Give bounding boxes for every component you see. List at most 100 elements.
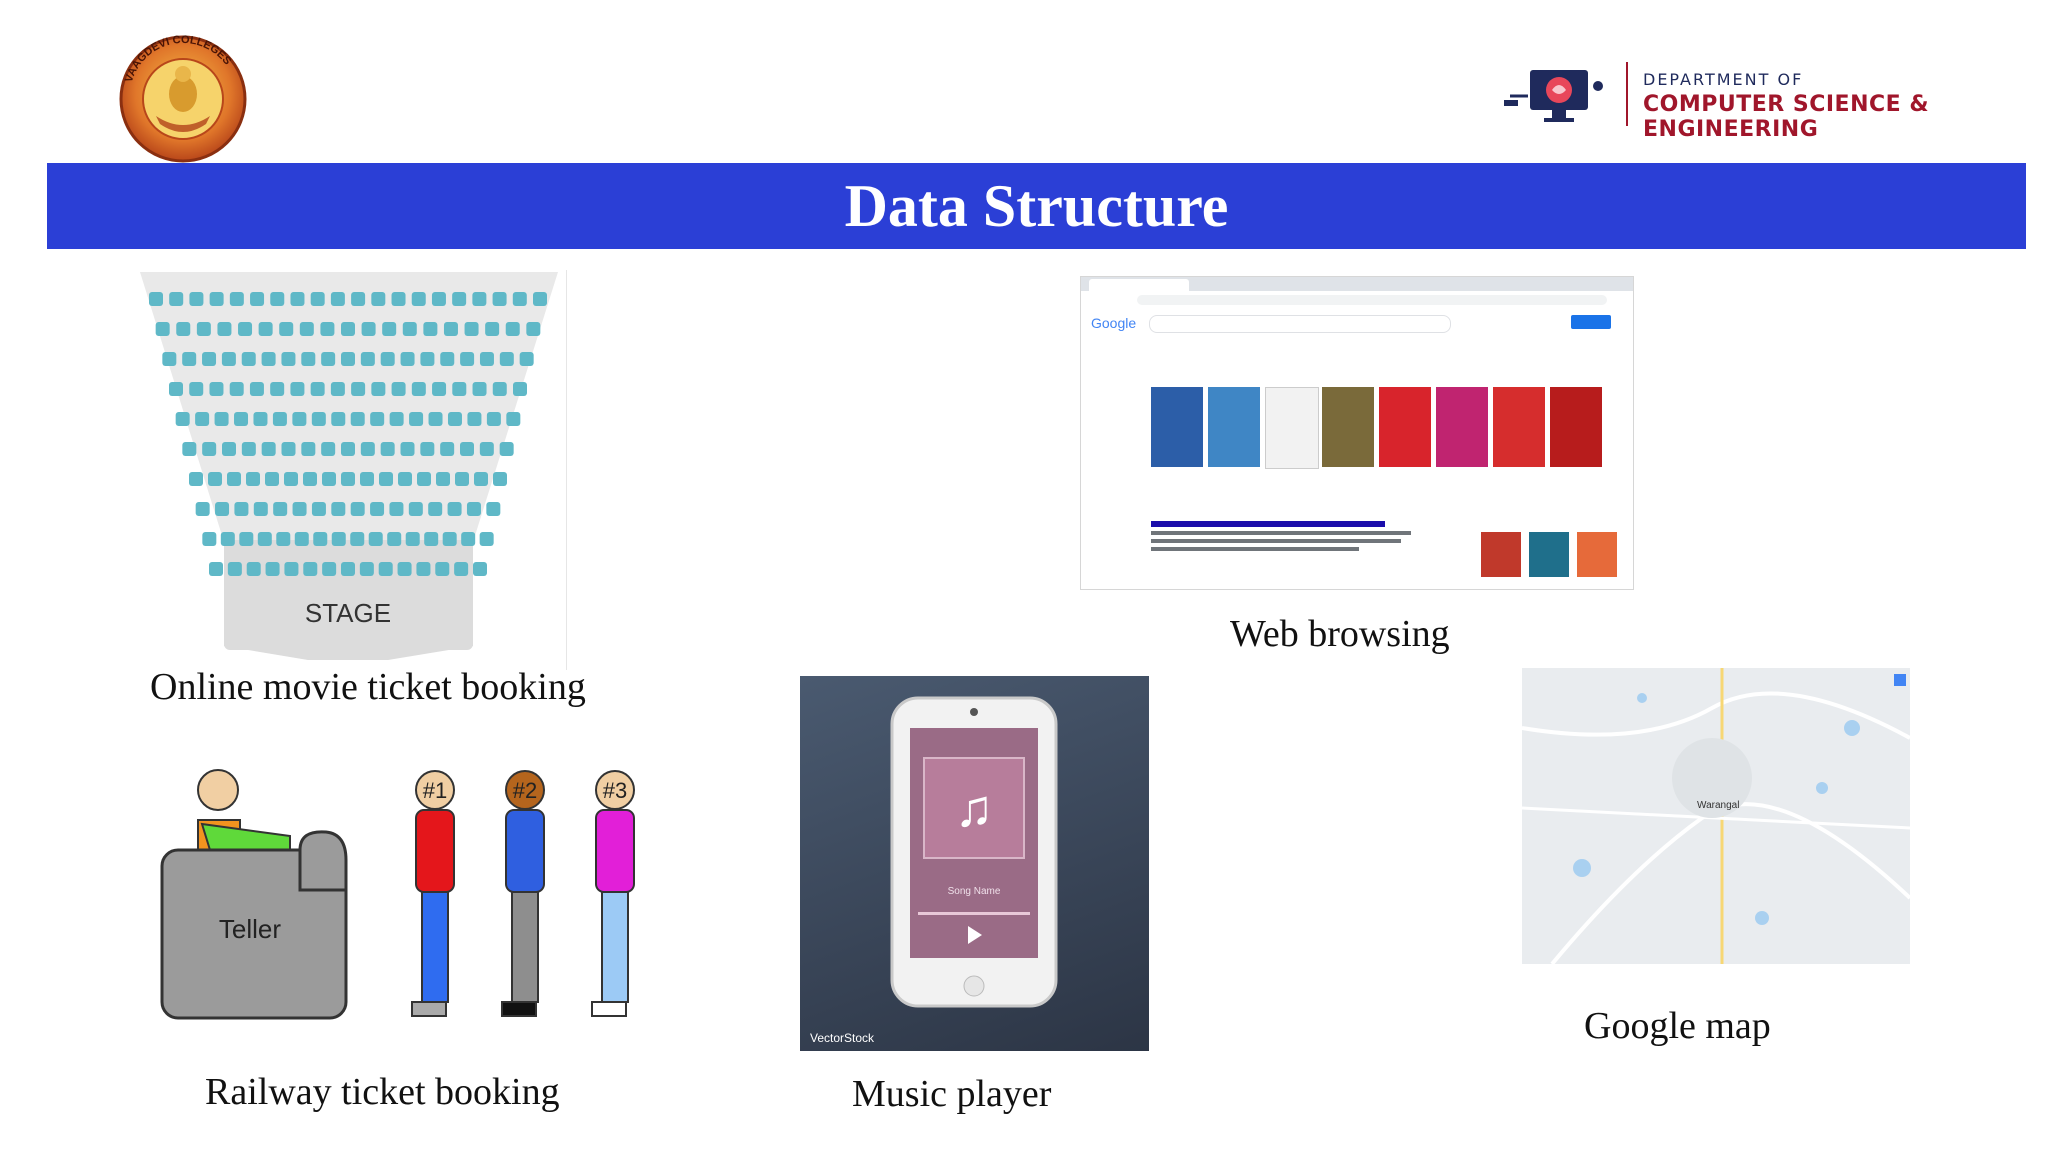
seat bbox=[411, 382, 426, 396]
seat bbox=[175, 412, 190, 426]
search-input[interactable] bbox=[1149, 315, 1451, 333]
seat bbox=[397, 562, 412, 576]
seat bbox=[431, 292, 446, 306]
queue-number-1: #1 bbox=[423, 778, 447, 803]
seat bbox=[276, 532, 291, 546]
seat bbox=[234, 502, 249, 516]
seat bbox=[321, 442, 336, 456]
seat bbox=[189, 382, 204, 396]
department-name: COMPUTER SCIENCE & ENGINEERING bbox=[1643, 92, 1929, 142]
sign-in-button[interactable] bbox=[1571, 315, 1611, 329]
seat bbox=[378, 562, 393, 576]
seat bbox=[479, 442, 494, 456]
seat bbox=[322, 472, 336, 486]
seat bbox=[416, 562, 431, 576]
seat bbox=[442, 532, 457, 546]
seat bbox=[294, 532, 309, 546]
seat bbox=[420, 352, 435, 366]
seat bbox=[238, 322, 253, 336]
seat bbox=[281, 442, 296, 456]
seat bbox=[217, 322, 232, 336]
song-name: Song Name bbox=[948, 886, 1001, 897]
seat bbox=[162, 352, 177, 366]
seat bbox=[249, 382, 264, 396]
music-player-image: ♫ Song Name VectorStock bbox=[800, 676, 1149, 1051]
caption-google-map: Google map bbox=[1584, 1005, 1771, 1047]
seat bbox=[261, 442, 276, 456]
seat bbox=[182, 352, 197, 366]
seat bbox=[417, 472, 431, 486]
seat bbox=[400, 352, 415, 366]
seat bbox=[408, 502, 423, 516]
seat bbox=[246, 562, 261, 576]
seat bbox=[209, 292, 224, 306]
seat bbox=[214, 412, 229, 426]
seat bbox=[202, 352, 217, 366]
railway-queue-image: Teller #1 #2 #3 bbox=[150, 760, 650, 1030]
seat bbox=[360, 352, 375, 366]
queue-number-2: #2 bbox=[513, 778, 537, 803]
seat bbox=[492, 382, 507, 396]
browser-tab[interactable] bbox=[1089, 279, 1189, 291]
seat bbox=[311, 502, 326, 516]
seat bbox=[350, 532, 365, 546]
seat bbox=[461, 532, 476, 546]
seat bbox=[391, 292, 406, 306]
seat bbox=[389, 412, 404, 426]
stage-label: STAGE bbox=[305, 598, 391, 628]
seat bbox=[423, 322, 438, 336]
seat bbox=[533, 292, 547, 306]
seat bbox=[222, 442, 236, 456]
seat bbox=[486, 412, 501, 426]
seat bbox=[209, 562, 223, 576]
play-icon[interactable] bbox=[968, 926, 982, 944]
seat bbox=[351, 382, 366, 396]
seat bbox=[436, 472, 450, 486]
seat bbox=[359, 562, 374, 576]
seat bbox=[331, 532, 346, 546]
seat bbox=[284, 562, 299, 576]
seat bbox=[310, 382, 325, 396]
watermark-text: VectorStock bbox=[810, 1031, 875, 1045]
theater-seating-image: STAGE bbox=[138, 270, 568, 670]
seat bbox=[273, 502, 288, 516]
seat bbox=[195, 502, 210, 516]
seat bbox=[411, 292, 426, 306]
seat bbox=[241, 442, 256, 456]
seat bbox=[290, 292, 305, 306]
seat bbox=[281, 352, 296, 366]
seat bbox=[341, 352, 355, 366]
seat bbox=[253, 502, 268, 516]
seat bbox=[189, 292, 204, 306]
seat bbox=[472, 292, 487, 306]
home-button[interactable] bbox=[963, 975, 985, 997]
seat bbox=[428, 502, 443, 516]
seat bbox=[424, 532, 439, 546]
seat bbox=[460, 442, 474, 456]
seat bbox=[452, 292, 467, 306]
browser-addressbar[interactable] bbox=[1137, 295, 1607, 305]
seat bbox=[443, 322, 458, 336]
side-book-thumbs bbox=[1481, 532, 1621, 577]
seat bbox=[409, 412, 424, 426]
teller-label: Teller bbox=[219, 914, 281, 944]
seat bbox=[400, 442, 415, 456]
caption-music-player: Music player bbox=[852, 1073, 1052, 1115]
seat bbox=[428, 412, 443, 426]
seat bbox=[270, 382, 285, 396]
seat bbox=[370, 412, 385, 426]
books-row bbox=[1151, 387, 1602, 469]
seat bbox=[261, 352, 276, 366]
seat bbox=[330, 292, 345, 306]
seat bbox=[182, 442, 197, 456]
seat bbox=[299, 322, 314, 336]
seat bbox=[265, 472, 279, 486]
seat bbox=[234, 412, 249, 426]
title-banner: Data Structure bbox=[47, 163, 2026, 249]
seat bbox=[473, 562, 487, 576]
seat bbox=[360, 472, 374, 486]
seat bbox=[405, 532, 420, 546]
seat bbox=[380, 352, 395, 366]
seat bbox=[227, 562, 242, 576]
seat bbox=[310, 292, 325, 306]
